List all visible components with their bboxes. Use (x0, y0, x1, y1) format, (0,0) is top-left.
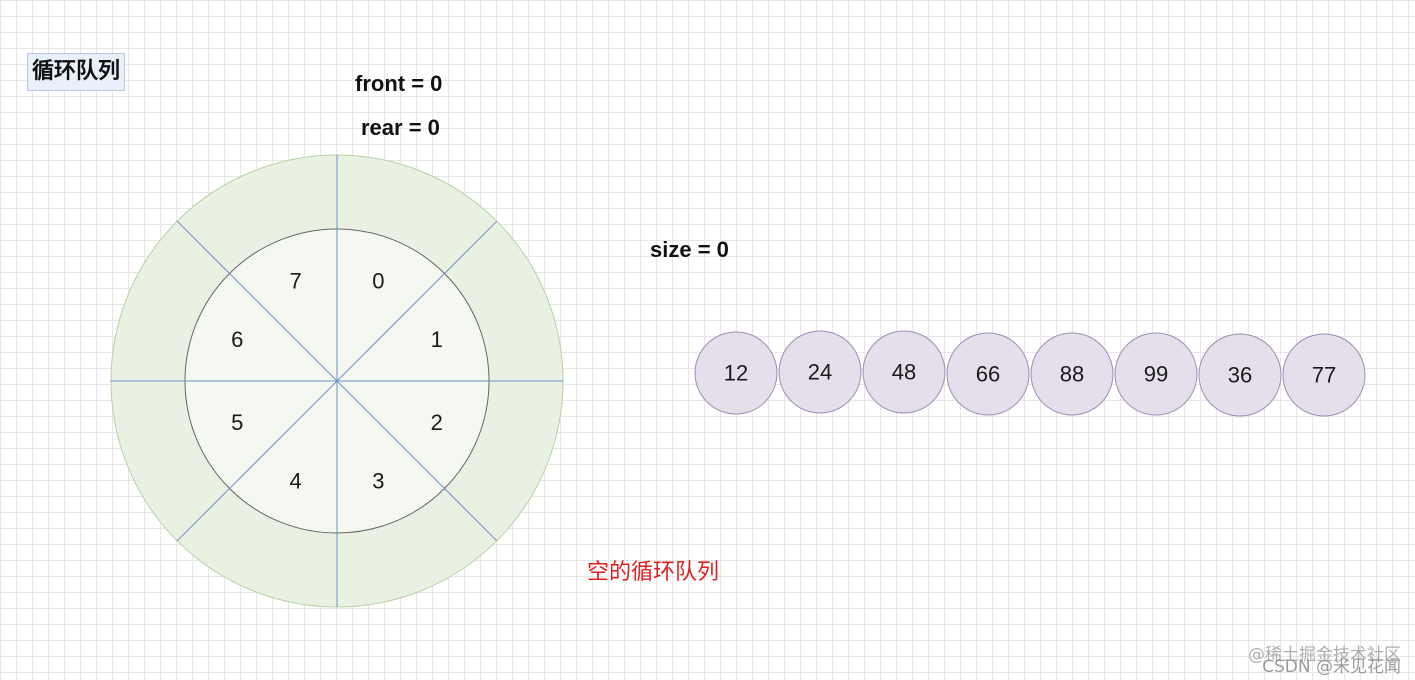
queue-element: 24 (778, 330, 862, 414)
element-value: 99 (1144, 362, 1168, 387)
slot-index-label: 1 (431, 327, 443, 352)
queue-element: 88 (1030, 332, 1114, 416)
element-circle (694, 331, 778, 415)
slot-index-label: 7 (290, 269, 302, 294)
queue-element: 77 (1282, 333, 1366, 417)
element-circle (1114, 332, 1198, 416)
element-circle (1030, 332, 1114, 416)
queue-element: 66 (946, 332, 1030, 416)
element-circle (778, 330, 862, 414)
front-label: front = 0 (355, 71, 443, 96)
slot-divider (176, 220, 498, 542)
circular-queue-ring: 0 1 2 3 4 5 6 7 (110, 154, 564, 608)
element-circle (862, 330, 946, 414)
element-value: 88 (1060, 362, 1084, 387)
element-circle (946, 332, 1030, 416)
queue-element: 12 (694, 331, 778, 415)
element-row: 12 24 48 66 88 99 36 77 (694, 330, 1366, 417)
diagram-title: 循环队列 (27, 53, 126, 91)
slot-index-label: 6 (231, 327, 243, 352)
slot-index-label: 4 (290, 468, 302, 493)
rear-label: rear = 0 (361, 115, 440, 140)
element-value: 36 (1228, 363, 1252, 388)
slot-index-label: 5 (231, 410, 243, 435)
element-circle (1282, 333, 1366, 417)
queue-element: 48 (862, 330, 946, 414)
slot-index-label: 2 (431, 410, 443, 435)
slot-index-label: 3 (372, 468, 384, 493)
queue-element: 99 (1114, 332, 1198, 416)
element-value: 66 (976, 362, 1000, 387)
element-value: 48 (892, 360, 916, 385)
watermark-juejin: @稀土掘金技术社区 (1248, 645, 1401, 665)
queue-element: 36 (1198, 333, 1282, 417)
watermark-csdn: CSDN @米见花闻 (1262, 657, 1401, 677)
slot-index-label: 0 (372, 269, 384, 294)
element-value: 77 (1312, 363, 1336, 388)
element-value: 12 (724, 361, 748, 386)
element-value: 24 (808, 360, 832, 385)
size-label: size = 0 (650, 237, 729, 262)
element-circle (1198, 333, 1282, 417)
empty-queue-caption: 空的循环队列 (587, 560, 720, 585)
